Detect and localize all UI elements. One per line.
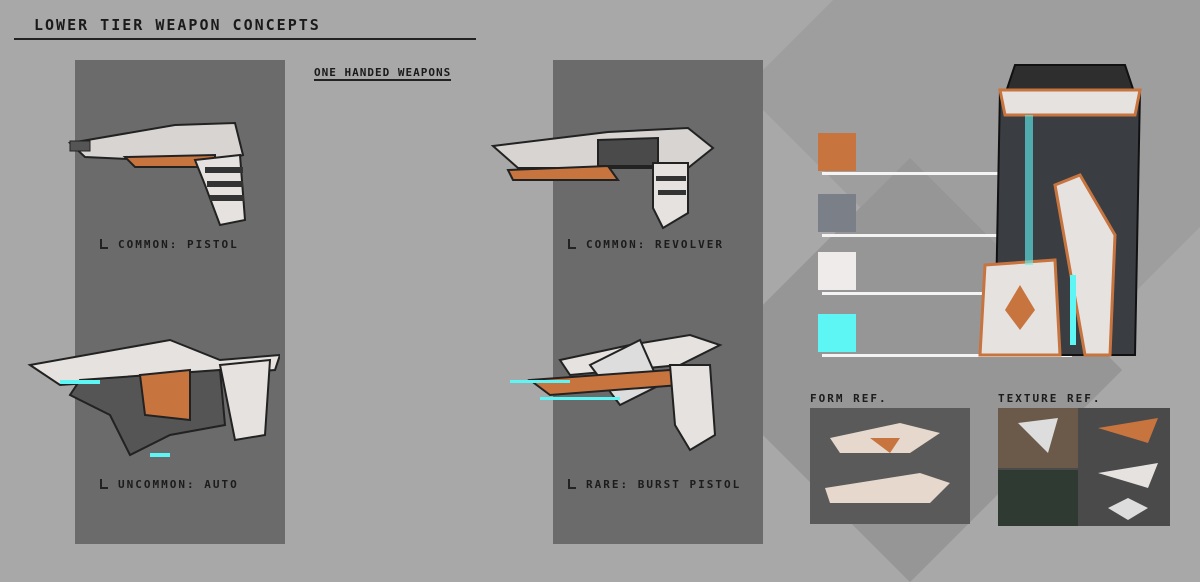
pistol-concept bbox=[67, 121, 247, 227]
texture-ref-label: TEXTURE REF. bbox=[998, 392, 1102, 405]
swatch-line bbox=[822, 172, 1072, 175]
weapon-label: COMMON: PISTOL bbox=[100, 238, 239, 251]
burst-pistol-concept bbox=[510, 333, 723, 452]
swatch-gray bbox=[818, 194, 856, 232]
section-subtitle: ONE HANDED WEAPONS bbox=[314, 66, 452, 81]
page-title: LOWER TIER WEAPON CONCEPTS bbox=[34, 16, 321, 34]
swatch-cyan bbox=[818, 314, 856, 352]
tower-reference bbox=[978, 64, 1142, 357]
swatch-line bbox=[822, 234, 1047, 237]
texture-ref-image bbox=[998, 408, 1170, 526]
revolver-concept bbox=[490, 126, 715, 230]
form-ref-image bbox=[810, 408, 970, 524]
form-ref-label: FORM REF. bbox=[810, 392, 888, 405]
swatch-line bbox=[822, 292, 1017, 295]
weapon-label: UNCOMMON: AUTO bbox=[100, 478, 239, 491]
auto-concept bbox=[27, 338, 280, 457]
swatch-orange bbox=[818, 133, 856, 171]
swatch-line bbox=[822, 354, 1072, 357]
title-underline bbox=[14, 38, 476, 40]
weapon-label: COMMON: REVOLVER bbox=[568, 238, 724, 251]
swatch-white bbox=[818, 252, 856, 290]
weapon-label: RARE: BURST PISTOL bbox=[568, 478, 741, 491]
